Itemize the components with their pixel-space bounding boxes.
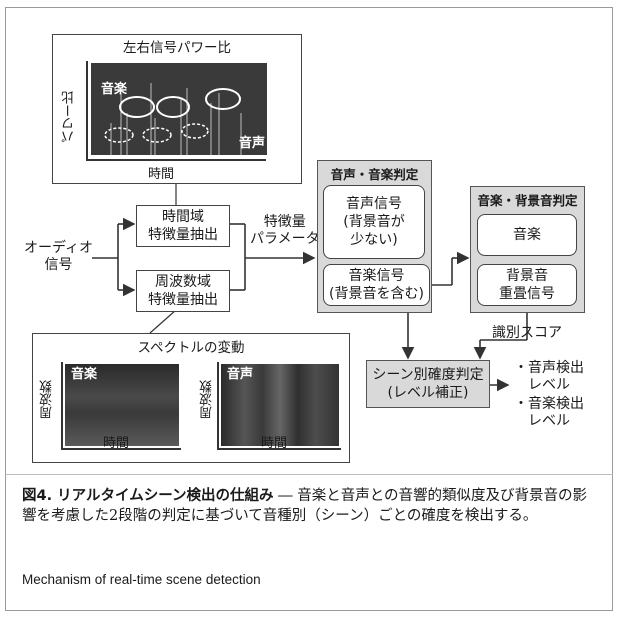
- power-ratio-x-label: 時間: [148, 167, 175, 182]
- music-background-header: 音楽・背景音判定: [477, 193, 578, 208]
- power-ratio-music-label: 音楽: [101, 82, 128, 97]
- spectrum-left-y-axis: [61, 362, 63, 450]
- freq-domain-feature-box: 周波数域 特徴量抽出: [136, 270, 230, 312]
- scene-confidence-box: シーン別確度判定 (レベル補正): [366, 360, 490, 408]
- spectrum-x-label-right: 時間: [261, 436, 288, 451]
- spectrum-x-label-left: 時間: [103, 436, 130, 451]
- power-ratio-title: 左右信号パワー比: [123, 40, 231, 56]
- feature-parameter-label: 特徴量 パラメータ: [250, 214, 320, 247]
- spectrogram-speech: [221, 364, 339, 446]
- spectrum-panel: スペクトルの変動 周波数 音楽 時間 周波数 音声 時間: [32, 333, 350, 463]
- caption-body: 音楽と音声との音響的類似度及び背景音の影響を考慮した2段階の判定に基づいて音種別…: [22, 488, 588, 524]
- spectrum-speech-label: 音声: [227, 367, 254, 382]
- caption-english: Mechanism of real-time scene detection: [22, 572, 261, 587]
- spectrum-y-label-right: 周波数: [200, 380, 215, 419]
- audio-signal-label: オーディオ 信号: [24, 240, 94, 273]
- caption-dash: ―: [273, 488, 298, 504]
- id-score-label: 識別スコア: [492, 325, 562, 341]
- speech-signal-box: 音声信号 (背景音が 少ない): [323, 185, 425, 259]
- spectrum-title: スペクトルの変動: [137, 340, 245, 356]
- power-ratio-y-label: パワー比: [62, 91, 77, 143]
- spectrum-music-label: 音楽: [71, 367, 98, 382]
- spectrogram-music: [65, 364, 179, 446]
- power-ratio-speech-label: 音声: [239, 136, 266, 151]
- spectrum-right-y-axis: [217, 362, 219, 450]
- power-ratio-panel: 左右信号パワー比 パワー比 音楽 音声 時間: [52, 34, 302, 184]
- background-overlay-box: 背景音 重畳信号: [477, 264, 577, 306]
- speech-music-header: 音声・音楽判定: [330, 167, 419, 182]
- music-signal-box: 音楽信号 (背景音を含む): [323, 264, 430, 306]
- speech-level-output: ・音声検出 レベル: [514, 360, 584, 393]
- time-domain-feature-box: 時間域 特徴量抽出: [136, 205, 230, 247]
- spectrum-y-label-left: 周波数: [40, 380, 55, 419]
- power-ratio-plot: [91, 63, 267, 155]
- spectrum-right-x-axis: [217, 448, 341, 450]
- music-box: 音楽: [477, 214, 577, 256]
- figure-number-title: 図4. リアルタイムシーン検出の仕組み: [22, 488, 274, 504]
- power-ratio-y-axis: [86, 61, 88, 161]
- music-level-output: ・音楽検出 レベル: [514, 396, 584, 429]
- spectrum-left-x-axis: [61, 448, 181, 450]
- caption-japanese: 図4. リアルタイムシーン検出の仕組み ― 音楽と音声との音響的類似度及び背景音…: [22, 486, 597, 526]
- power-ratio-x-axis: [86, 159, 266, 161]
- caption-divider: [5, 474, 613, 475]
